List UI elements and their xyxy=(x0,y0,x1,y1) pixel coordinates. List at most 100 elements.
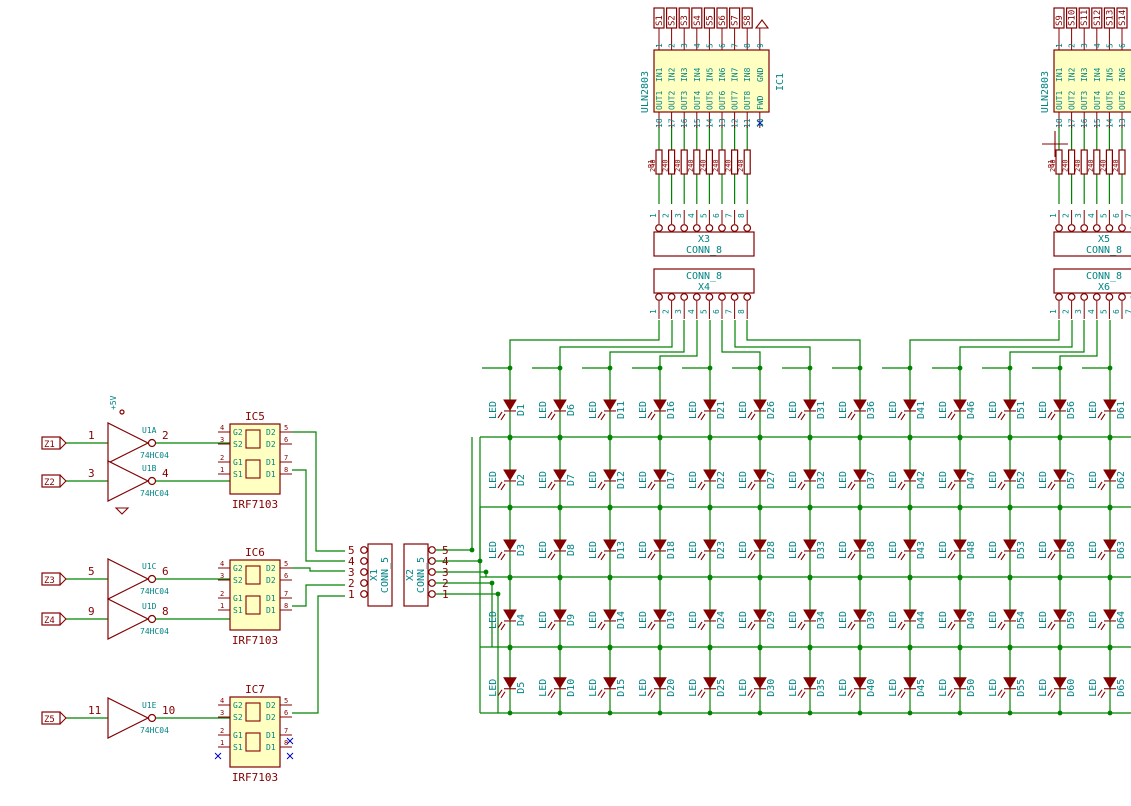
resistor xyxy=(1080,149,1088,175)
mosfet-pin-name: D2 xyxy=(266,576,276,585)
uln-in-name: IN3 xyxy=(680,67,689,82)
led-ref-label: D25 xyxy=(716,679,727,697)
led-ref-label: D34 xyxy=(816,611,827,629)
led-arrow xyxy=(1000,483,1006,491)
led-value-label: LED xyxy=(938,401,949,419)
mosfet-pin-number: 5 xyxy=(284,424,288,432)
input-label-arrow xyxy=(59,572,67,586)
led-arrow xyxy=(847,551,853,559)
junction-dot xyxy=(557,435,563,441)
led-diode xyxy=(703,609,717,621)
junction-dot xyxy=(757,575,763,581)
led-diode xyxy=(753,469,767,481)
inverter-ref: U1A xyxy=(142,426,157,435)
uln-ref: IC1 xyxy=(775,73,786,91)
led-value-label: LED xyxy=(788,541,799,559)
led-value-label: LED xyxy=(538,611,549,629)
uln-pin-number: 9 xyxy=(756,43,765,48)
junction-dot xyxy=(907,710,913,716)
led-arrow xyxy=(947,551,953,559)
led-ref-label: D20 xyxy=(666,679,677,697)
resistor xyxy=(1093,149,1101,175)
conn8-pin-number: 4 xyxy=(1087,309,1096,314)
led-arrow xyxy=(747,621,753,629)
led-arrow xyxy=(900,691,906,699)
conn8-pin-number: 4 xyxy=(1087,213,1096,218)
junction-dot xyxy=(707,505,713,511)
mosfet-to-x1 xyxy=(292,595,345,714)
conn8-value: CONN_8 xyxy=(686,245,722,256)
led-ref-label: D18 xyxy=(666,541,677,559)
led-value-label: LED xyxy=(1038,679,1049,697)
uln-part: ULN2803 xyxy=(640,71,651,113)
input-label: Z1 xyxy=(44,440,55,450)
uln-pin-number: 17 xyxy=(668,118,677,128)
junction-dot xyxy=(957,645,963,651)
junction-dot xyxy=(557,645,563,651)
uln-in-name: IN5 xyxy=(705,67,714,82)
net-label-box xyxy=(1116,7,1128,29)
led-arrow xyxy=(600,553,606,561)
mosfet-pin-name: S1 xyxy=(233,606,243,615)
led-arrow xyxy=(597,689,603,697)
conn8-body xyxy=(1053,231,1131,257)
led-arrow xyxy=(847,689,853,697)
led-arrow xyxy=(800,553,806,561)
led-ref-label: D46 xyxy=(966,401,977,419)
led-arrow xyxy=(897,481,903,489)
conn8-value: CONN_8 xyxy=(686,271,722,282)
led-arrow xyxy=(797,621,803,629)
input-label-arrow xyxy=(59,612,67,626)
led-value-label: LED xyxy=(838,679,849,697)
mosfet-body xyxy=(229,696,281,768)
led-arrow xyxy=(497,481,503,489)
junction-dot xyxy=(907,645,913,651)
led-arrow xyxy=(1050,691,1056,699)
uln-pin-number: 10 xyxy=(756,118,765,128)
led-ref-label: D59 xyxy=(1066,611,1077,629)
led-diode xyxy=(553,399,567,411)
led-diode xyxy=(803,609,817,621)
conn8-pin xyxy=(1092,293,1101,301)
led-ref-label: D45 xyxy=(916,679,927,697)
uln-in-name: IN6 xyxy=(1118,67,1127,82)
led-ref-label: D52 xyxy=(1016,471,1027,489)
uln-pin-number: 7 xyxy=(731,43,740,48)
uln-pin-number: 3 xyxy=(1080,43,1089,48)
inverter-part: 74HC04 xyxy=(140,587,169,596)
mosfet-pin-name: G1 xyxy=(233,458,243,467)
net-label: S11 xyxy=(1080,10,1090,26)
input-label-box xyxy=(41,572,61,586)
uln-out-name: OUT1 xyxy=(1055,91,1064,110)
junction-dot xyxy=(469,547,475,553)
conn8-pin xyxy=(718,224,726,232)
led-arrow xyxy=(547,689,553,697)
led-value-label: LED xyxy=(488,611,499,629)
led-diode xyxy=(953,677,967,689)
mosfet-pin-name: G1 xyxy=(233,594,243,603)
conn8-pin-number: 2 xyxy=(662,309,671,314)
led-ref-label: D44 xyxy=(916,611,927,629)
conn8-pin-number: 4 xyxy=(687,309,696,314)
inverter-part: 74HC04 xyxy=(140,627,169,636)
led-diode xyxy=(603,469,617,481)
mosfet-pin-number: 1 xyxy=(220,602,224,610)
led-arrow xyxy=(797,481,803,489)
junction-dot xyxy=(607,645,613,651)
led-arrow xyxy=(947,411,953,419)
led-arrow xyxy=(947,481,953,489)
led-arrow xyxy=(597,621,603,629)
uln-pin-number: 14 xyxy=(705,118,714,128)
led-arrow xyxy=(1100,553,1106,561)
led-diode xyxy=(553,539,567,551)
junction-dot xyxy=(507,645,513,651)
led-ref-label: D53 xyxy=(1016,541,1027,559)
uln-pin-number: 12 xyxy=(731,118,740,128)
mosfet-pin-number: 1 xyxy=(220,466,224,474)
conn8-pin xyxy=(1118,224,1126,232)
uln2803-body xyxy=(653,49,770,113)
uln-out-name: OUT5 xyxy=(705,91,714,110)
mosfet-transistor xyxy=(245,732,261,752)
led-diode xyxy=(1053,677,1067,689)
